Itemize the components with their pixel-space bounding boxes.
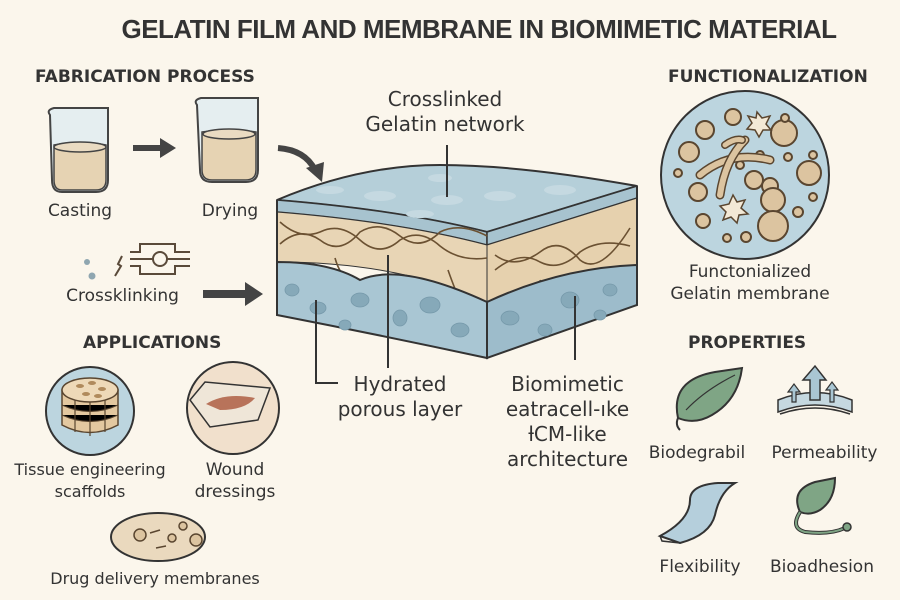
tissue-engineering-label: Tissue engineering scaffolds bbox=[5, 459, 175, 503]
biomimetic-line1: Biomimetic bbox=[511, 372, 624, 396]
arrows-up-icon bbox=[777, 364, 853, 415]
leaf-icon bbox=[675, 366, 744, 431]
drying-beaker-icon bbox=[194, 97, 259, 183]
wound-dressings-label: Wound dressings bbox=[185, 459, 285, 503]
wound-dressing-icon bbox=[186, 361, 280, 455]
crosslinked-network-line2: Gelatin network bbox=[365, 112, 525, 136]
tissue-line1: Tissue engineering bbox=[14, 460, 166, 479]
arrow-drying-to-block bbox=[277, 145, 318, 172]
crosslinked-network-label: Crosslinked Gelatin network bbox=[340, 87, 550, 137]
tissue-scaffold-icon bbox=[45, 366, 135, 456]
flexible-sheet-icon bbox=[657, 482, 739, 545]
crosslinking-label: Crossklinking bbox=[66, 286, 179, 306]
drug-delivery-icon bbox=[110, 512, 206, 562]
applications-heading: APPLICATIONS bbox=[83, 333, 222, 353]
biomimetic-line3: ƚCM-like bbox=[528, 422, 607, 446]
casting-label: Casting bbox=[47, 201, 113, 221]
hydrated-layer-line1: Hydrated bbox=[353, 372, 447, 396]
page-title: GELATIN FILM AND MEMBRANE IN BIOMIMETIC … bbox=[121, 14, 837, 44]
functionalized-line2: Gelatin membrane bbox=[670, 284, 830, 304]
hydrated-layer-line2: porous layer bbox=[337, 397, 463, 421]
functionalization-heading: FUNCTIONALIZATION bbox=[668, 67, 868, 87]
biomimetic-architecture-label: Biomimetic eatracell-ıke ƚCM-like archit… bbox=[495, 372, 640, 472]
permeability-label: Permeability bbox=[771, 443, 878, 463]
bioadhesion-label: Bioadhesion bbox=[770, 557, 874, 577]
functionalized-membrane-icon bbox=[660, 90, 830, 260]
gelatin-membrane-block bbox=[276, 145, 638, 384]
biomimetic-line2: eatracell-ıke bbox=[505, 397, 630, 421]
drug-delivery-label: Drug delivery membranes bbox=[50, 569, 260, 588]
fabrication-heading: FABRICATION PROCESS bbox=[35, 67, 255, 87]
wound-line1: Wound bbox=[205, 460, 265, 480]
crosslinked-network-line1: Crosslinked bbox=[387, 87, 503, 111]
biomimetic-line4: architecture bbox=[506, 447, 628, 471]
casting-beaker-icon bbox=[47, 107, 109, 193]
hydrated-layer-label: Hydrated porous layer bbox=[335, 372, 465, 422]
leaf-tendril-icon bbox=[794, 476, 852, 535]
drying-label: Drying bbox=[201, 201, 259, 221]
flexibility-label: Flexibility bbox=[659, 557, 741, 577]
arrow-crosslinking-to-block bbox=[203, 282, 263, 306]
wound-line2: dressings bbox=[194, 482, 276, 502]
functionalized-membrane-label: Functonialized Gelatin membrane bbox=[660, 261, 840, 305]
functionalized-line1: Functonialized bbox=[688, 262, 812, 282]
tissue-line2: scaffolds bbox=[54, 482, 126, 501]
properties-heading: PROPERTIES bbox=[688, 333, 807, 353]
crosslink-icon bbox=[114, 243, 190, 277]
arrow-casting-to-drying bbox=[133, 138, 176, 158]
biodegradability-label: Biodegrabil bbox=[648, 443, 746, 463]
